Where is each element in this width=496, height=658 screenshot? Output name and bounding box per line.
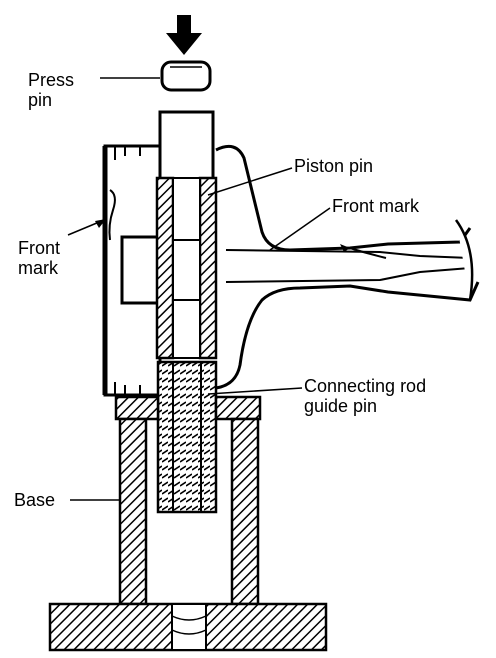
front-mark-left-line2: mark (18, 258, 58, 278)
pin-bore (155, 176, 218, 360)
connecting-rod-guide-pin-line2: guide pin (304, 396, 378, 416)
press-pin-label-line2: pin (28, 90, 53, 110)
front-mark-right-label: Front mark (332, 196, 420, 216)
guide-pin (156, 360, 218, 514)
base (48, 395, 328, 652)
piston (102, 144, 162, 397)
connecting-rod-guide-pin-line1: Connecting rod (304, 376, 427, 396)
connecting-rod-guide-pin-label: Connecting rod guide pin (304, 376, 426, 416)
pusher-block (158, 110, 215, 182)
base-label: Base (14, 490, 56, 510)
front-mark-left-label: Front mark (18, 238, 60, 278)
press-pin-label: Press pin (28, 70, 74, 110)
press-pin-label-line1: Press (28, 70, 75, 90)
connecting-rod (215, 144, 480, 390)
front-mark-left-line1: Front (18, 238, 61, 258)
leader-lines (67, 77, 350, 501)
down-arrow-icon (166, 15, 202, 55)
piston-pin-label: Piston pin (294, 156, 374, 176)
press-pin (160, 60, 212, 92)
